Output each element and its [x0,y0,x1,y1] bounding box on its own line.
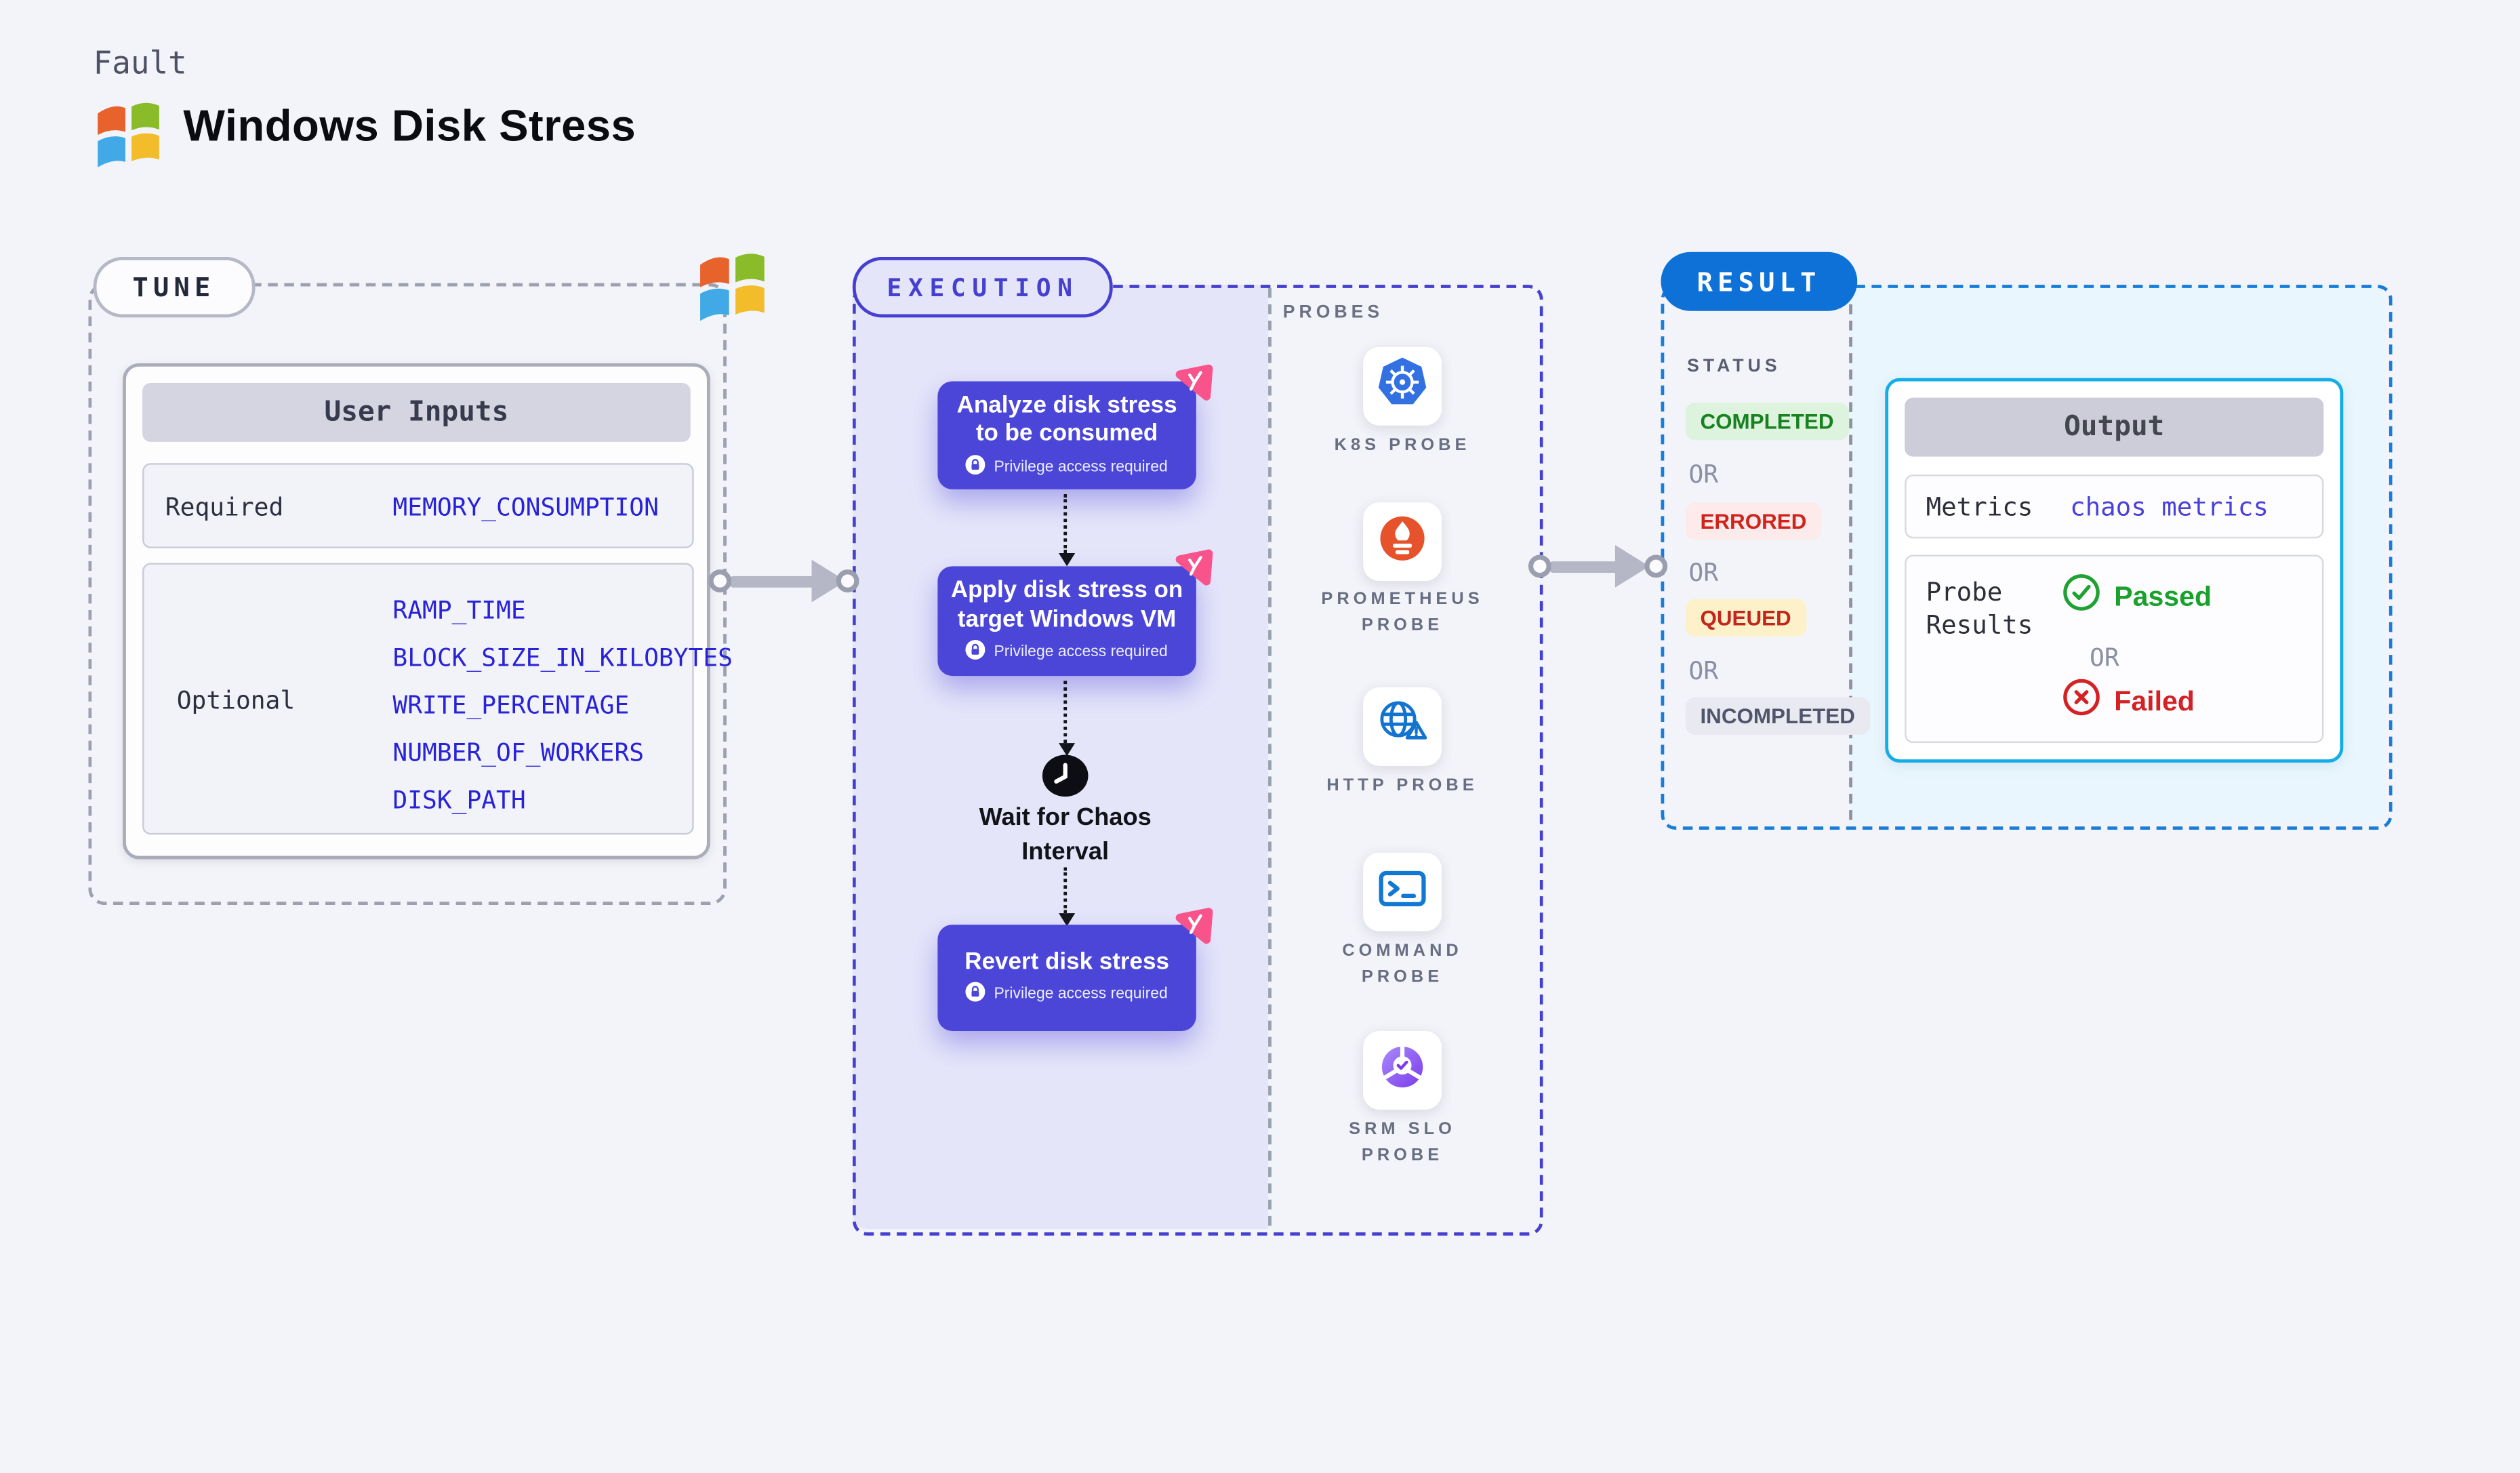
result-badge: RESULT [1661,251,1857,311]
page-title: Windows Disk Stress [183,101,636,151]
probe-results-row: Probe Results Passed OR Failed [1905,554,2324,744]
prometheus-probe-card [1363,502,1442,582]
clock-icon [1040,751,1089,809]
windows-logo-icon [692,247,772,336]
lock-icon [966,453,986,479]
connector-line [729,575,815,587]
flow-arrowhead-icon [1057,553,1074,567]
metrics-label: Metrics [1926,492,2033,523]
slo-pie-icon [1376,1040,1428,1100]
optional-label: Optional [176,685,296,716]
windows-logo-icon [90,96,167,182]
optional-value: DISK_PATH [392,785,526,815]
terminal-icon [1376,862,1428,922]
prometheus-probe-label: PROMETHEUS PROBE [1321,589,1484,634]
prometheus-icon [1376,511,1428,571]
step-title: Analyze disk stress [956,392,1177,418]
lock-icon [966,982,986,1007]
k8s-probe-label: K8S PROBE [1334,435,1471,456]
step-apply-disk-stress: Apply disk stress on target Windows VM P… [937,549,1213,677]
status-divider [1849,287,1852,820]
flow-arrowhead-icon [1057,743,1074,756]
required-value: MEMORY_CONSUMPTION [392,492,659,523]
step-title: to be consumed [975,420,1158,447]
privilege-note: Privilege access required [994,643,1168,662]
required-inputs-row: Required MEMORY_CONSUMPTION [142,463,694,548]
chaos-pinwheel-icon [1168,359,1218,416]
flow-arrow [1063,867,1068,914]
connector-start-ring [1528,554,1551,578]
status-badge-completed: COMPLETED [1685,402,1849,441]
passed-label: Passed [2114,580,2212,611]
tune-badge: TUNE [93,257,255,318]
http-probe-label: HTTP PROBE [1326,775,1478,796]
chaos-pinwheel-icon [1168,902,1218,959]
connector-end-ring [1644,554,1668,578]
failed-result: Failed [2062,678,2195,725]
optional-value: WRITE_PERCENTAGE [392,690,630,721]
privilege-note: Privilege access required [994,986,1168,1004]
connector-arrowhead-icon [1614,544,1650,588]
output-card: Output Metrics chaos metrics Probe Resul… [1885,378,2344,763]
step-title: Apply disk stress on [950,578,1183,604]
step-analyze-disk-stress: Analyze disk stress to be consumed Privi… [937,364,1213,489]
connector-end-ring [836,569,859,592]
connector-start-ring [708,569,732,592]
probes-divider [1268,287,1272,1226]
user-inputs-title: User Inputs [142,382,691,442]
or-separator: OR [1688,656,1719,686]
tune-section [88,283,727,906]
or-separator: OR [1688,558,1719,588]
required-label: Required [165,492,284,523]
probes-title: PROBES [1282,302,1384,323]
chaos-pinwheel-icon [1168,544,1218,600]
lock-icon [966,639,986,664]
check-circle-icon [2062,573,2101,620]
optional-value: BLOCK_SIZE_IN_KILOBYTES [392,643,733,673]
status-title: STATUS [1687,357,1781,377]
or-separator: OR [2090,643,2119,673]
status-badge-incompleted: INCOMPLETED [1685,697,1870,735]
http-probe-card [1363,687,1442,766]
execution-section [852,285,1543,1236]
wait-for-chaos-interval-label: Wait for Chaos Interval [979,803,1152,866]
k8s-probe-card [1363,346,1442,426]
failed-label: Failed [2114,685,2195,717]
status-badge-queued: QUEUED [1685,599,1806,637]
output-title: Output [1905,397,2324,457]
passed-result: Passed [2062,573,2212,620]
fault-eyebrow: Fault [93,45,187,82]
metrics-value: chaos metrics [2070,492,2269,523]
status-badge-errored: ERRORED [1685,502,1822,540]
optional-value: RAMP_TIME [392,595,526,626]
srm-slo-probe-label: SRM SLO PROBE [1349,1119,1456,1165]
step-title: target Windows VM [957,606,1177,633]
probe-results-label: Probe Results [1926,578,2033,640]
user-inputs-card: User Inputs Required MEMORY_CONSUMPTION … [123,363,733,860]
flow-arrow [1063,681,1068,744]
flow-arrowhead-icon [1057,913,1074,927]
flow-arrow [1063,494,1068,554]
connector-line [1549,560,1619,572]
execution-badge: EXECUTION [852,257,1114,318]
srm-slo-probe-card [1363,1031,1442,1110]
command-probe-card [1363,852,1442,931]
privilege-note: Privilege access required [994,457,1168,476]
optional-value: NUMBER_OF_WORKERS [392,738,645,768]
globe-alert-icon [1376,696,1428,756]
x-circle-icon [2062,678,2101,725]
step-revert-disk-stress: Revert disk stress Privilege access requ… [937,908,1213,1032]
kubernetes-icon [1376,356,1428,416]
command-probe-label: COMMAND PROBE [1342,941,1463,986]
or-separator: OR [1688,460,1719,489]
step-title: Revert disk stress [964,948,1169,975]
metrics-row: Metrics chaos metrics [1905,475,2324,539]
optional-inputs-row: Optional RAMP_TIME BLOCK_SIZE_IN_KILOBYT… [142,563,733,835]
